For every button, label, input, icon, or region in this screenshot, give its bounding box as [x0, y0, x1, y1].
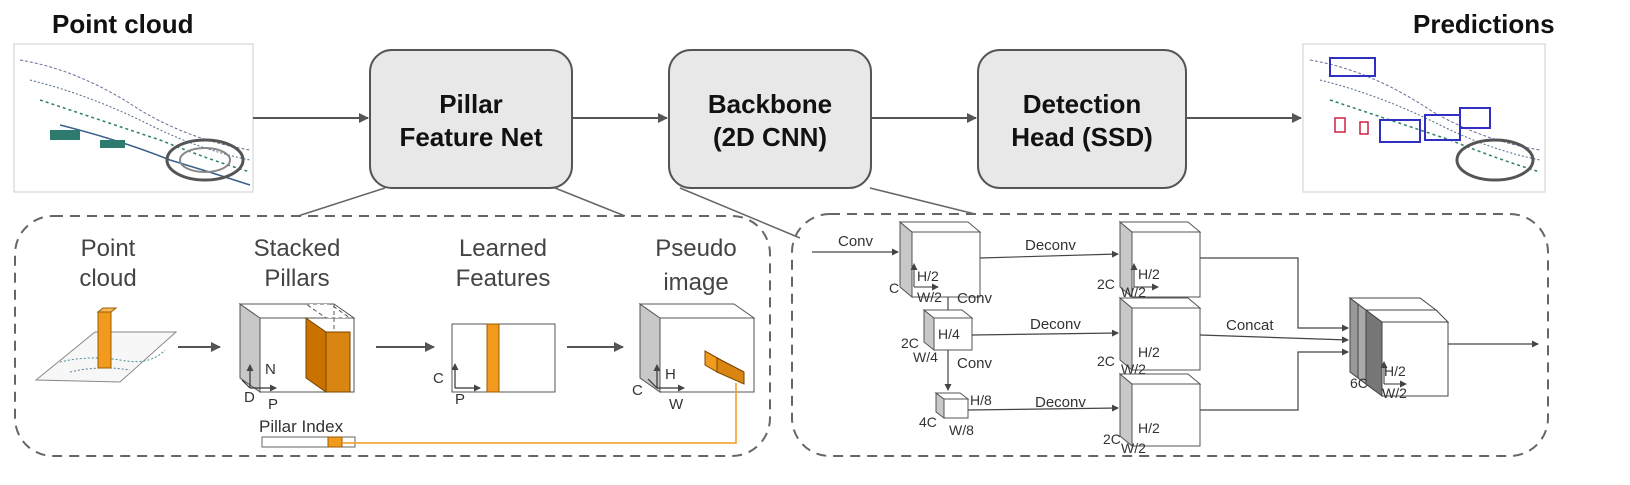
dim-2c-d1: 2C: [1097, 276, 1115, 292]
input-point-cloud-image: [13, 43, 254, 193]
backbone-label-1: Backbone: [708, 89, 832, 119]
deconv-label-1: Deconv: [1025, 237, 1076, 254]
stacked-pillars-label-2: Pillars: [264, 265, 329, 292]
point-cloud-label-1: Point: [81, 235, 136, 262]
detection-head-label-2: Head (SSD): [1011, 122, 1153, 152]
backbone-expand-left: [679, 187, 801, 239]
pillar-feature-net-stage: Pillar Feature Net: [369, 49, 573, 189]
axis-c-label-pseudo: C: [632, 382, 643, 399]
dim-w2-1: W/2: [917, 289, 942, 305]
backbone-label-2: (2D CNN): [713, 122, 827, 152]
input-title: Point cloud: [52, 9, 194, 39]
arrow-deconv-3: [967, 404, 1119, 412]
axis-d-label: D: [244, 389, 255, 406]
dim-2c-d3: 2C: [1103, 431, 1121, 447]
backbone-detail-panel: [791, 213, 1549, 457]
dim-w8: W/8: [949, 422, 974, 438]
dim-h2-d3: H/2: [1138, 420, 1160, 436]
dim-h2-concat: H/2: [1384, 363, 1406, 379]
pfn-expand-left: [297, 187, 386, 217]
backbone-stage: Backbone (2D CNN): [668, 49, 872, 189]
deconv-block-3: [1118, 372, 1202, 448]
axis-c-label-features: C: [433, 370, 444, 387]
pseudo-image-label-1: Pseudo: [655, 235, 736, 262]
dim-4c: 4C: [919, 414, 937, 430]
detection-head-stage: Detection Head (SSD): [977, 49, 1187, 189]
dim-c-1: C: [889, 280, 899, 296]
deconv-block-1: [1118, 220, 1202, 299]
conv-label-3: Conv: [957, 355, 993, 372]
concat-label: Concat: [1226, 317, 1274, 334]
point-cloud-label-2: cloud: [79, 265, 136, 292]
dim-h2-d1: H/2: [1138, 266, 1160, 282]
dim-w2-d3: W/2: [1121, 440, 1146, 456]
pillar-index-bar: [261, 436, 356, 448]
output-title: Predictions: [1413, 9, 1555, 39]
backbone-expand-right: [869, 187, 976, 215]
predictions-image: [1302, 43, 1546, 193]
stacked-pillars-cube: [238, 303, 356, 393]
axis-p-label: P: [268, 396, 278, 413]
conv-block-1: [898, 220, 982, 299]
axis-n-label: N: [265, 361, 276, 378]
pillar-index-scatter-line: [342, 383, 737, 444]
pseudo-image-cube: [638, 303, 756, 393]
concat-route-3: [1200, 348, 1349, 411]
deconv-block-2: [1118, 296, 1202, 372]
concat-route-1: [1200, 257, 1349, 332]
conv-block-2: [922, 308, 974, 352]
axis-p-label-features: P: [455, 391, 465, 408]
dim-w4: W/4: [913, 349, 938, 365]
concat-route-2: [1199, 334, 1349, 344]
dim-h4: H/4: [938, 326, 960, 342]
conv-label-1: Conv: [838, 233, 874, 250]
pillar-feature-net-label-1: Pillar: [439, 89, 503, 119]
pseudo-image-label-2: image: [663, 269, 728, 296]
learned-features-label-2: Features: [456, 265, 551, 292]
arrow-deconv-1: [979, 250, 1119, 259]
dim-w2-d2: W/2: [1121, 361, 1146, 377]
dim-w2-concat: W/2: [1382, 385, 1407, 401]
axis-w-label-pseudo: W: [669, 396, 684, 413]
dim-w2-d1: W/2: [1121, 284, 1146, 300]
pfn-expand-right: [554, 187, 626, 217]
learned-features-label-1: Learned: [459, 235, 547, 262]
pillar-feature-net-label-2: Feature Net: [399, 122, 542, 152]
pillar-index-label: Pillar Index: [259, 417, 344, 436]
detection-head-label-1: Detection: [1023, 89, 1141, 119]
pillar-index-marker: [327, 436, 343, 448]
dim-2c-2: 2C: [901, 335, 919, 351]
stacked-pillars-label-1: Stacked: [254, 235, 341, 262]
dim-h2-1: H/2: [917, 268, 939, 284]
axis-h-label-pseudo: H: [665, 366, 676, 383]
dim-h8: H/8: [970, 392, 992, 408]
point-cloud-pillar-illustration: [34, 307, 178, 383]
conv-label-2: Conv: [957, 290, 993, 307]
conv-block-3: [934, 392, 970, 419]
concat-block: [1348, 297, 1450, 397]
arrow-deconv-2: [971, 329, 1119, 337]
deconv-label-3: Deconv: [1035, 394, 1086, 411]
deconv-label-2: Deconv: [1030, 316, 1081, 333]
pfn-detail-panel: [14, 215, 771, 457]
dim-2c-d2: 2C: [1097, 353, 1115, 369]
dim-h2-d2: H/2: [1138, 344, 1160, 360]
learned-features-grid: [451, 323, 556, 393]
dim-6c: 6C: [1350, 375, 1368, 391]
